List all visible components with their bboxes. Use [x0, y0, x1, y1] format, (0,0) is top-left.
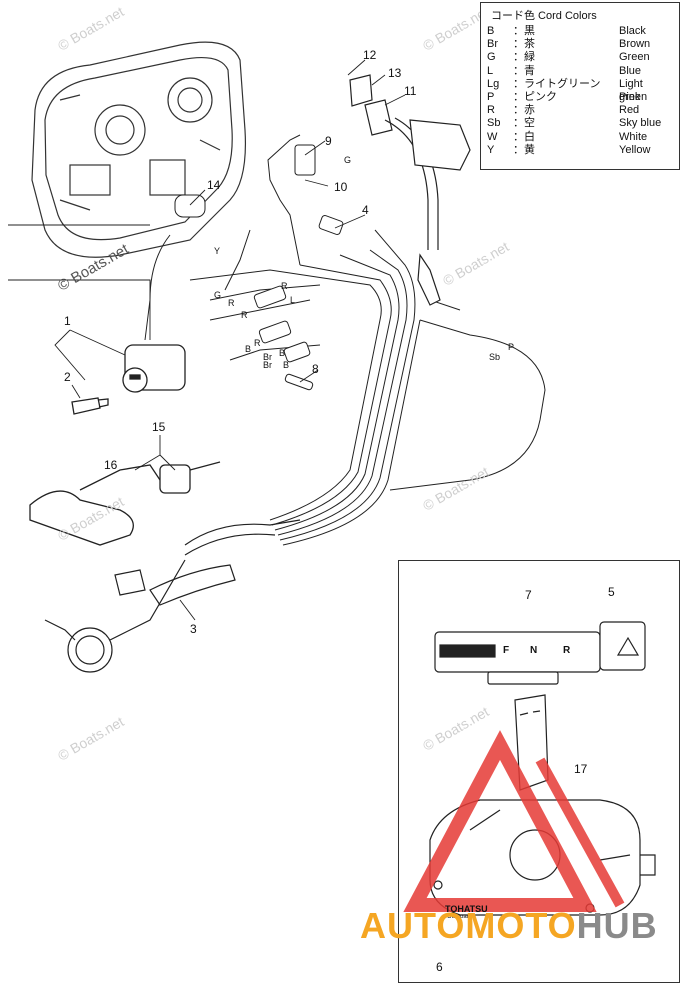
callout-3: 3	[190, 622, 197, 636]
callout-13: 13	[388, 66, 402, 80]
callout-6: 6	[436, 960, 443, 974]
callout-11: 11	[404, 84, 417, 98]
remote-control-inset	[398, 560, 680, 983]
wire-label: Br	[263, 360, 272, 370]
callout-leaders	[8, 59, 406, 621]
main-harness	[44, 519, 301, 673]
wire-label: R	[241, 310, 248, 320]
callout-15: 15	[152, 420, 166, 434]
callout-5: 5	[608, 585, 615, 599]
wire-label: R	[281, 281, 288, 291]
kill-switch	[29, 461, 221, 546]
callout-2: 2	[64, 370, 71, 384]
callout-10: 10	[334, 180, 348, 194]
remote-arm	[349, 74, 471, 306]
wire-label: B	[283, 360, 290, 370]
callout-8: 8	[312, 362, 319, 376]
legend-title: コード色 Cord Colors	[491, 10, 597, 22]
remote-brand-sub: Outboards	[447, 914, 476, 920]
callout-1: 1	[64, 314, 71, 328]
wire-label: G	[344, 155, 352, 165]
wire-bundle	[144, 134, 546, 546]
wire-label: B	[279, 348, 286, 358]
callout-17: 17	[574, 762, 588, 776]
callout-4: 4	[362, 203, 369, 217]
banner-logo-triangle	[403, 730, 597, 912]
callout-12: 12	[363, 48, 377, 62]
wire-label: Br	[263, 352, 272, 362]
wire-label: P	[508, 342, 515, 352]
wire-label: B	[245, 344, 252, 354]
callout-16: 16	[104, 458, 118, 472]
connectors	[174, 144, 344, 391]
key-switch	[71, 344, 186, 415]
callout-14: 14	[207, 178, 221, 192]
automotohub-banner: AUTOMOTOHUB	[360, 905, 658, 946]
callout-9: 9	[325, 134, 332, 148]
callout-7: 7	[525, 588, 532, 602]
wire-label: Y	[214, 246, 221, 256]
wire-label: L	[290, 295, 296, 305]
remote-brand: TOHATSU	[445, 904, 488, 914]
remote-control	[429, 621, 656, 916]
wire-label: R	[254, 338, 261, 348]
gauge-neutral: N	[530, 645, 538, 656]
wire-label: Sb	[489, 352, 501, 362]
engine-cowling	[31, 41, 247, 258]
wire-label: G	[214, 290, 222, 300]
gauge-reverse: R	[563, 645, 571, 656]
wire-label: R	[228, 298, 235, 308]
gauge-forward: F	[503, 645, 510, 656]
banner-logo-inner	[535, 757, 625, 908]
